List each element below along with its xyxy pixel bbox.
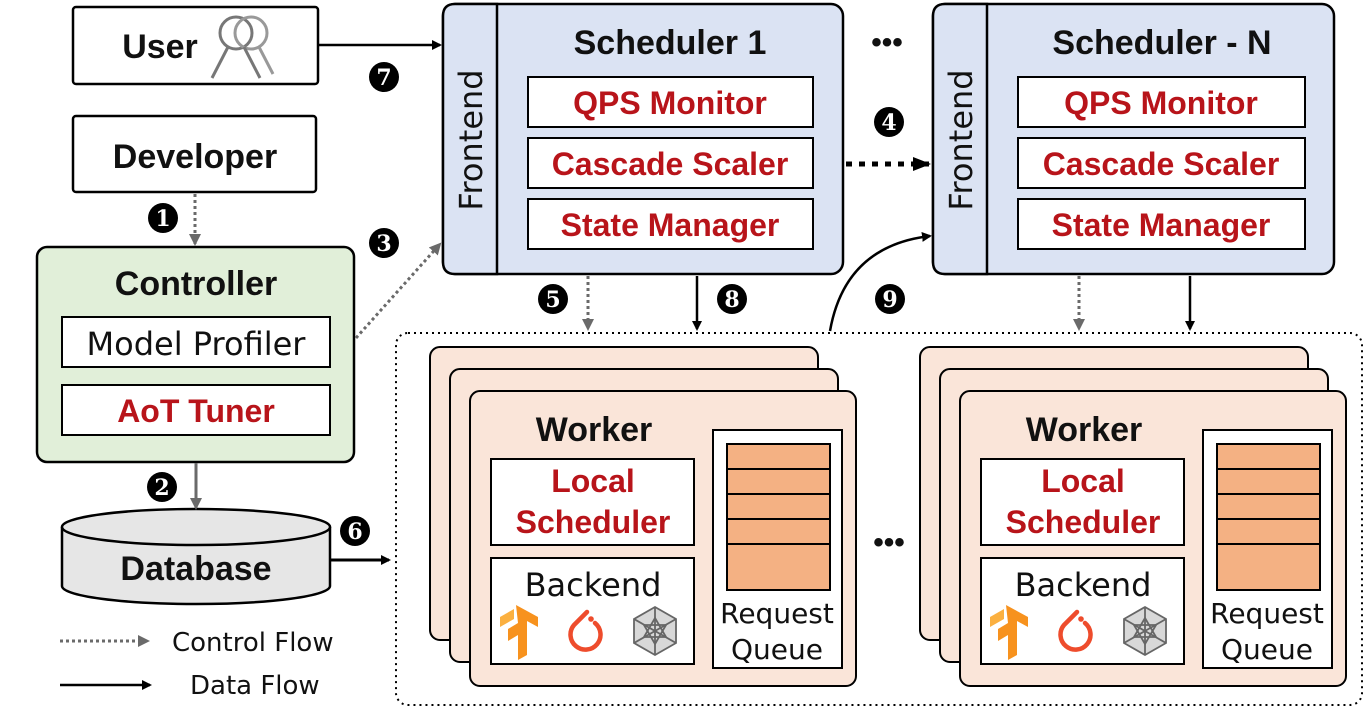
database-cylinder: Database: [60, 507, 332, 606]
worker-2-backend-label: Backend: [1015, 566, 1152, 604]
worker-1-request-label: Request: [720, 597, 834, 630]
legend: Control Flow Data Flow: [60, 628, 334, 701]
scheduler-n-qps-monitor: QPS Monitor: [1064, 85, 1258, 121]
step-badge-8: 8: [717, 284, 747, 314]
step-badge-7: 7: [369, 62, 399, 92]
step-badge-1: 1: [148, 203, 178, 233]
scheduler-1-box: Frontend Scheduler 1 QPS Monitor Cascade…: [441, 2, 845, 276]
svg-text:4: 4: [881, 110, 896, 136]
worker-2-card: Worker Local Scheduler Backend Request Q: [959, 390, 1347, 687]
onnx-icon: [633, 605, 677, 657]
worker-1-queue-slot: [726, 443, 831, 470]
worker-2-queue-slot: [1216, 543, 1321, 591]
svg-text:8: 8: [724, 287, 739, 313]
controller-box: Controller Model Profiler AoT Tuner: [35, 245, 356, 464]
worker-1-queue-slot: [726, 493, 831, 520]
scheduler-n-box: Frontend Scheduler - N QPS Monitor Casca…: [931, 2, 1336, 276]
worker-1-queue-label: Queue: [731, 633, 823, 666]
worker-1-local-label: Local: [551, 463, 635, 499]
step-badge-3: 3: [369, 228, 399, 258]
legend-control-flow-label: Control Flow: [172, 628, 334, 658]
svg-text:3: 3: [376, 231, 391, 257]
worker-1-scheduler-label: Scheduler: [516, 504, 671, 540]
scheduler-1-frontend-label: Frontend: [452, 69, 490, 210]
scheduler-ellipsis: •••: [871, 26, 903, 59]
controller-title: Controller: [115, 265, 277, 303]
svg-text:1: 1: [155, 206, 170, 232]
worker-ellipsis: •••: [873, 526, 905, 559]
worker-1-queue-slot: [726, 543, 831, 591]
worker-1-queue-slot: [726, 468, 831, 495]
scheduler-n-title: Scheduler - N: [1052, 24, 1271, 62]
worker-2-queue-slot: [1216, 493, 1321, 520]
scheduler-n-state-manager: State Manager: [1052, 207, 1271, 243]
tensorflow-icon: [500, 605, 538, 660]
worker-2-queue-slot: [1216, 443, 1321, 470]
legend-data-flow-label: Data Flow: [190, 671, 320, 701]
worker-1-backend-label: Backend: [525, 566, 662, 604]
worker-cluster-boundary: [395, 332, 1363, 706]
svg-text:2: 2: [154, 475, 169, 501]
worker-2-request-label: Request: [1210, 597, 1324, 630]
aot-tuner-label: AoT Tuner: [117, 393, 275, 429]
onnx-icon: [1123, 605, 1167, 657]
svg-text:5: 5: [545, 287, 560, 313]
worker-2-queue-slot: [1216, 468, 1321, 495]
pytorch-icon: [1058, 609, 1093, 652]
scheduler-1-qps-monitor: QPS Monitor: [573, 85, 767, 121]
step-badge-4: 4: [874, 107, 904, 137]
svg-text:7: 7: [376, 65, 391, 91]
step-badge-5: 5: [538, 284, 568, 314]
scheduler-n-frontend-label: Frontend: [942, 69, 980, 210]
user-label: User: [122, 28, 198, 66]
user-group-icon: [210, 15, 275, 79]
developer-box: Developer: [71, 114, 318, 194]
step-badge-9: 9: [875, 284, 905, 314]
model-profiler-label: Model Profiler: [87, 325, 307, 363]
arrow-workers-to-scheduler-n: [828, 231, 932, 332]
arrow-controller-to-scheduler: [354, 242, 442, 339]
worker-2-queue-slot: [1216, 518, 1321, 545]
database-label: Database: [120, 550, 271, 588]
user-box: User: [71, 5, 320, 86]
scheduler-1-title: Scheduler 1: [574, 24, 767, 62]
svg-text:9: 9: [882, 287, 897, 313]
step-badge-6: 6: [340, 516, 370, 546]
tensorflow-icon: [990, 605, 1028, 660]
scheduler-1-cascade-scaler: Cascade Scaler: [552, 146, 789, 182]
scheduler-1-state-manager: State Manager: [561, 207, 780, 243]
worker-2-title: Worker: [1026, 411, 1143, 449]
worker-2-queue-label: Queue: [1221, 633, 1313, 666]
worker-2-scheduler-label: Scheduler: [1006, 504, 1161, 540]
scheduler-n-cascade-scaler: Cascade Scaler: [1043, 146, 1280, 182]
worker-2-local-label: Local: [1041, 463, 1125, 499]
svg-text:6: 6: [347, 519, 362, 545]
pytorch-icon: [568, 609, 603, 652]
worker-1-title: Worker: [536, 411, 653, 449]
step-badge-2: 2: [147, 472, 177, 502]
worker-1-card: Worker Local Scheduler Backend Request Q: [469, 390, 857, 687]
developer-label: Developer: [113, 138, 277, 176]
worker-1-queue-slot: [726, 518, 831, 545]
